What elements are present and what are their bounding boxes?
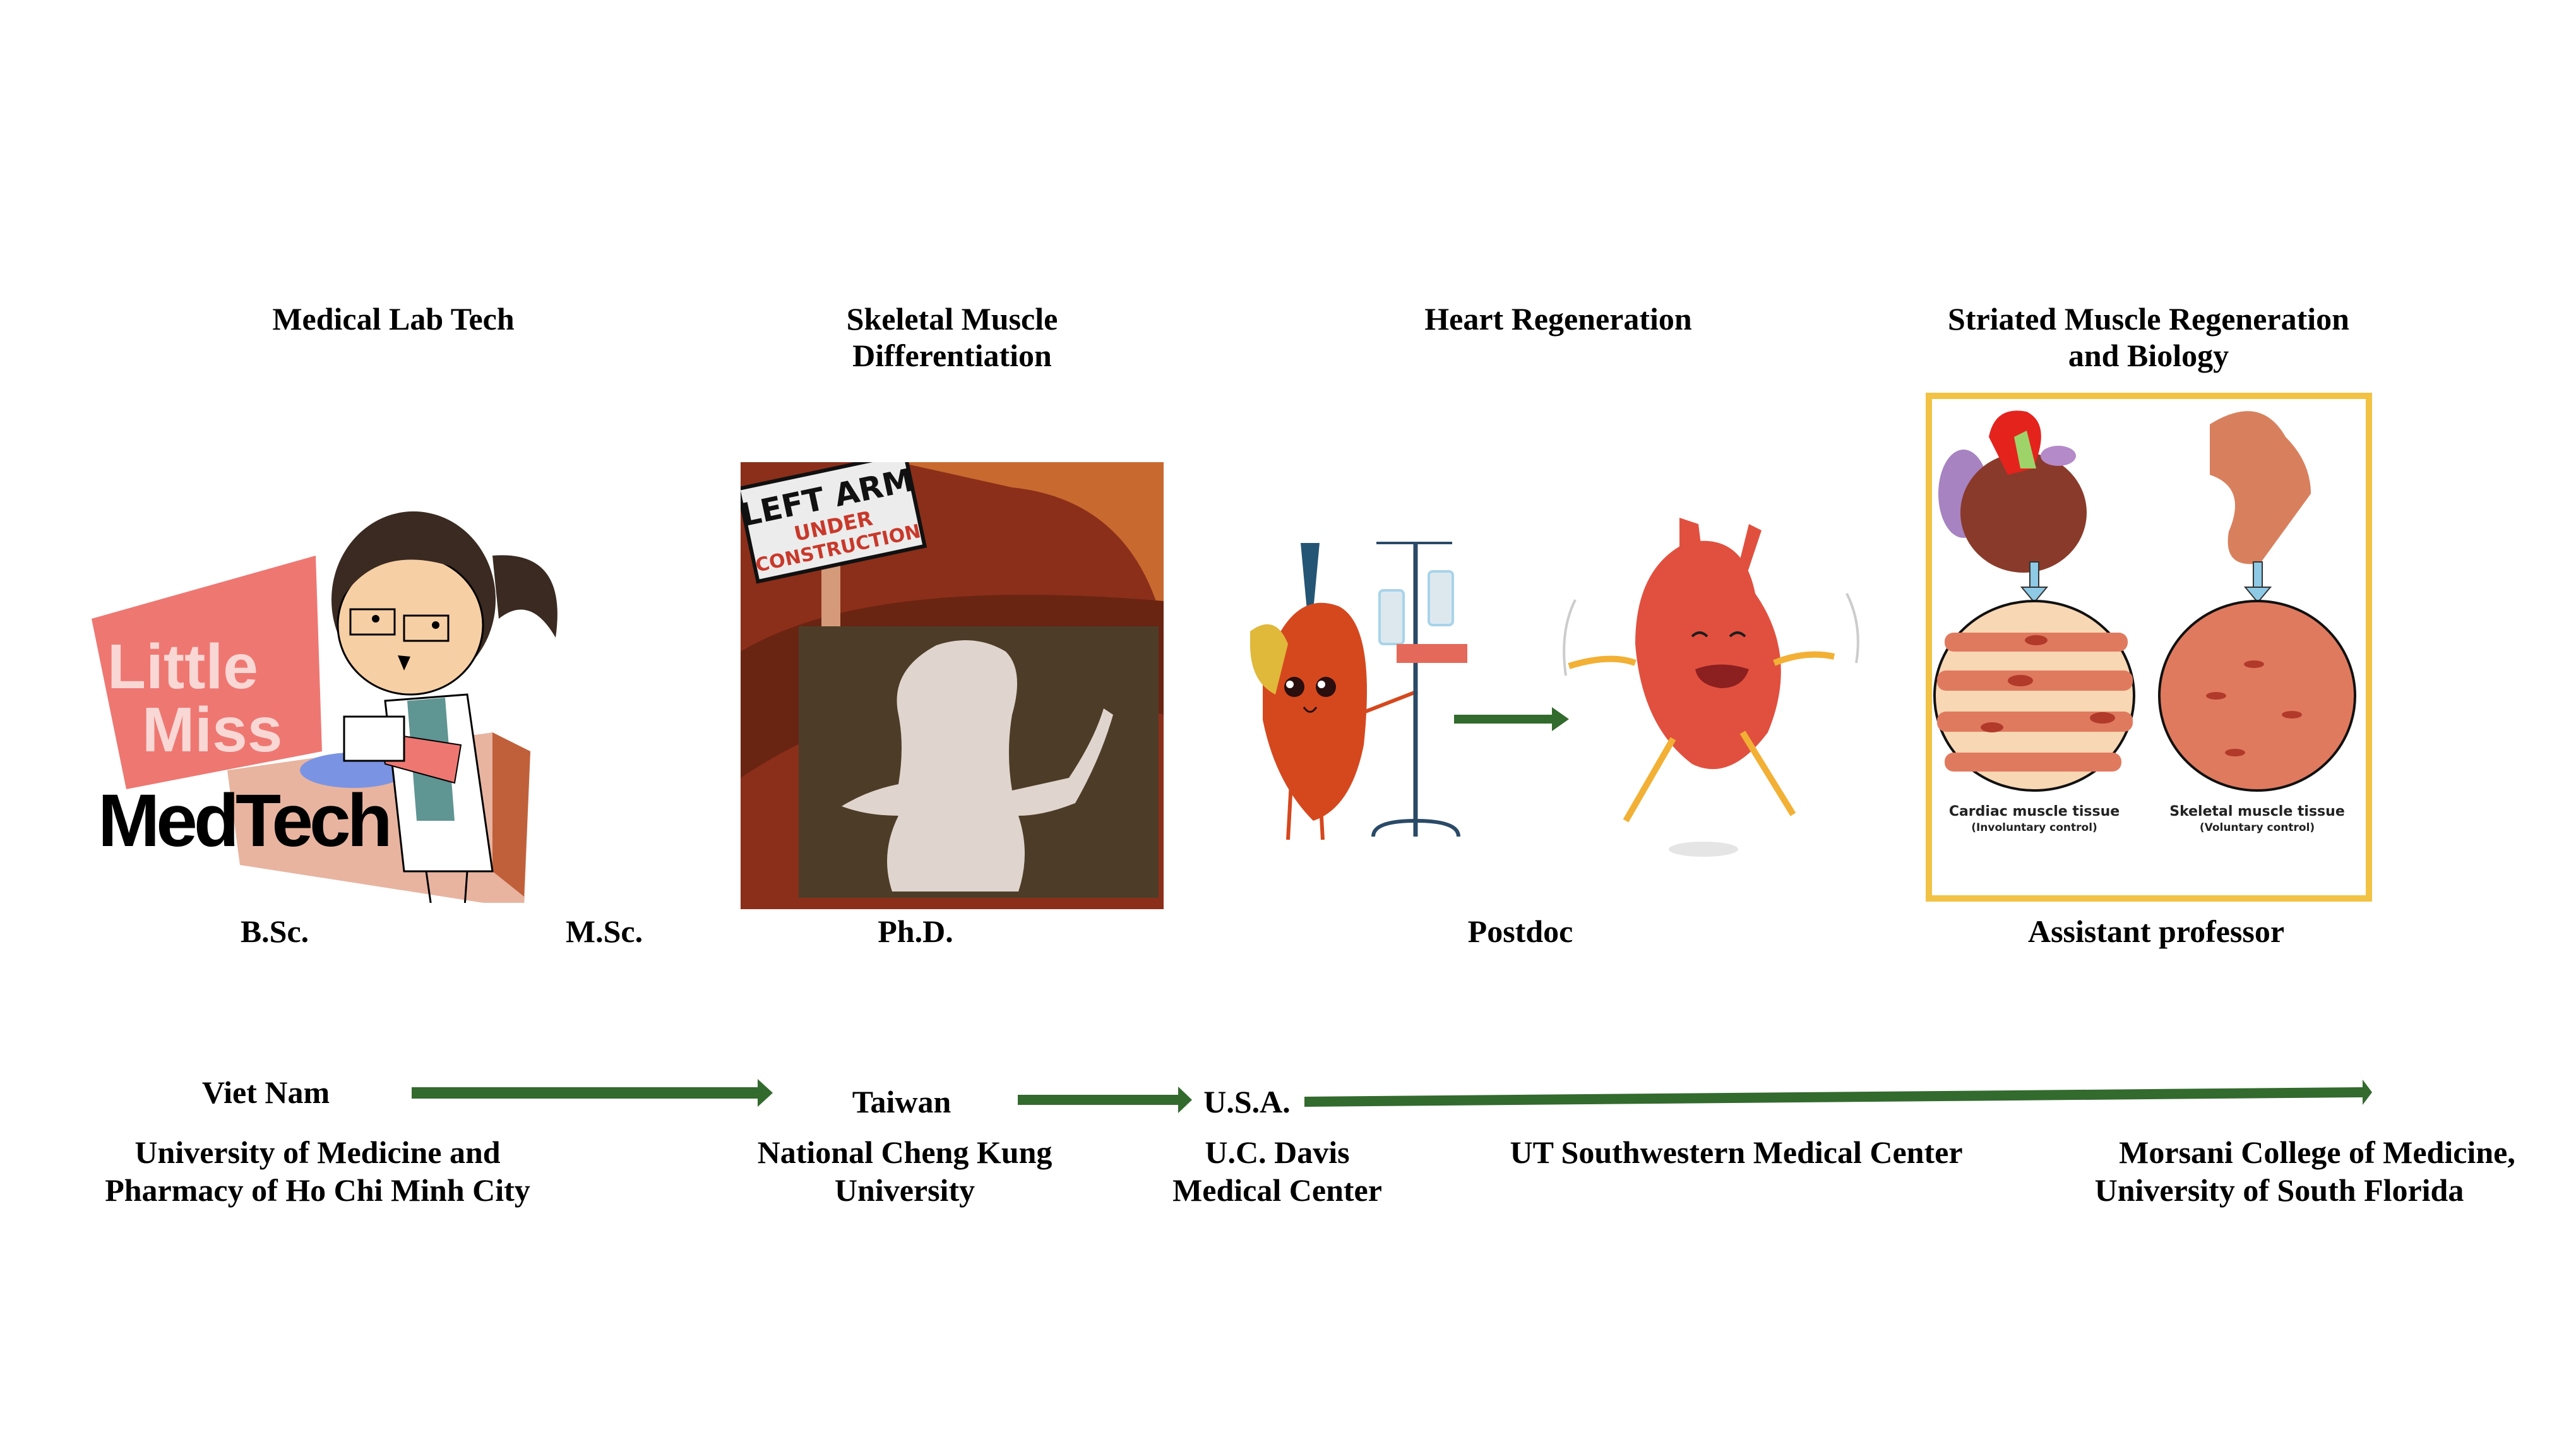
topic-medical-lab-tech: Medical Lab Tech <box>272 301 515 337</box>
topic-striated-muscle-line2: and Biology <box>2068 338 2229 373</box>
degree-assistant-professor: Assistant professor <box>2027 914 2285 949</box>
cardiac-down-arrow-icon <box>2020 587 2049 604</box>
institution-ucdavis-line2: Medical Center <box>1172 1172 1382 1208</box>
topic-striated-muscle-line1: Striated Muscle Regeneration <box>1948 301 2349 337</box>
medtech-miss: Miss <box>142 695 282 765</box>
topic-skeletal-muscle-line2: Differentiation <box>852 338 1052 373</box>
institution-ncku-line1: National Cheng Kung <box>757 1135 1052 1170</box>
arrow-taiwan-to-usa <box>1018 1087 1192 1113</box>
institution-morsani-line1: Morsani College of Medicine, <box>2119 1135 2515 1170</box>
institution-ump-hcmc-line1: University of Medicine and <box>134 1135 501 1170</box>
arrow-usa-to-florida <box>1304 1080 2372 1107</box>
arrow-vietnam-to-taiwan <box>412 1079 773 1107</box>
medtech-title: MedTech <box>98 779 389 862</box>
institution-ut-southwestern: UT Southwestern Medical Center <box>1510 1135 1963 1170</box>
degree-bsc: B.Sc. <box>240 914 309 949</box>
institution-ucdavis-line1: U.C. Davis <box>1205 1135 1350 1170</box>
heart-arrow-head <box>1552 707 1569 731</box>
heart-arrow-shaft <box>1454 715 1552 724</box>
medtech-illustration: Little Miss MedTech <box>88 492 575 903</box>
medtech-little: Little <box>107 631 258 702</box>
cardiac-sublabel: (Involuntary control) <box>1971 821 2097 834</box>
degree-phd: Ph.D. <box>878 914 953 949</box>
skeletal-tissue-circle <box>2158 600 2356 792</box>
skeletal-label: Skeletal muscle tissue <box>2169 804 2345 820</box>
institution-ncku-line2: University <box>834 1172 975 1208</box>
heart-regeneration-illustration <box>1250 518 1894 884</box>
degree-postdoc: Postdoc <box>1467 914 1573 949</box>
left-arm-construction-illustration: LEFT ARM UNDER CONSTRUCTION <box>741 462 1164 909</box>
country-usa: U.S.A. <box>1203 1084 1291 1119</box>
country-taiwan: Taiwan <box>852 1084 951 1119</box>
degree-msc: M.Sc. <box>565 914 643 949</box>
topic-skeletal-muscle-line1: Skeletal Muscle <box>846 301 1058 337</box>
skeletal-sublabel: (Voluntary control) <box>2200 821 2315 834</box>
institution-morsani-line2: University of South Florida <box>2094 1172 2464 1208</box>
arm-muscle-icon <box>2210 411 2311 564</box>
institution-ump-hcmc-line2: Pharmacy of Ho Chi Minh City <box>105 1172 530 1208</box>
cardiac-label: Cardiac muscle tissue <box>1949 804 2120 820</box>
country-viet-nam: Viet Nam <box>201 1075 330 1110</box>
topic-heart-regeneration: Heart Regeneration <box>1424 301 1692 337</box>
muscle-tissue-figure: Cardiac muscle tissue (Involuntary contr… <box>1926 393 2372 902</box>
